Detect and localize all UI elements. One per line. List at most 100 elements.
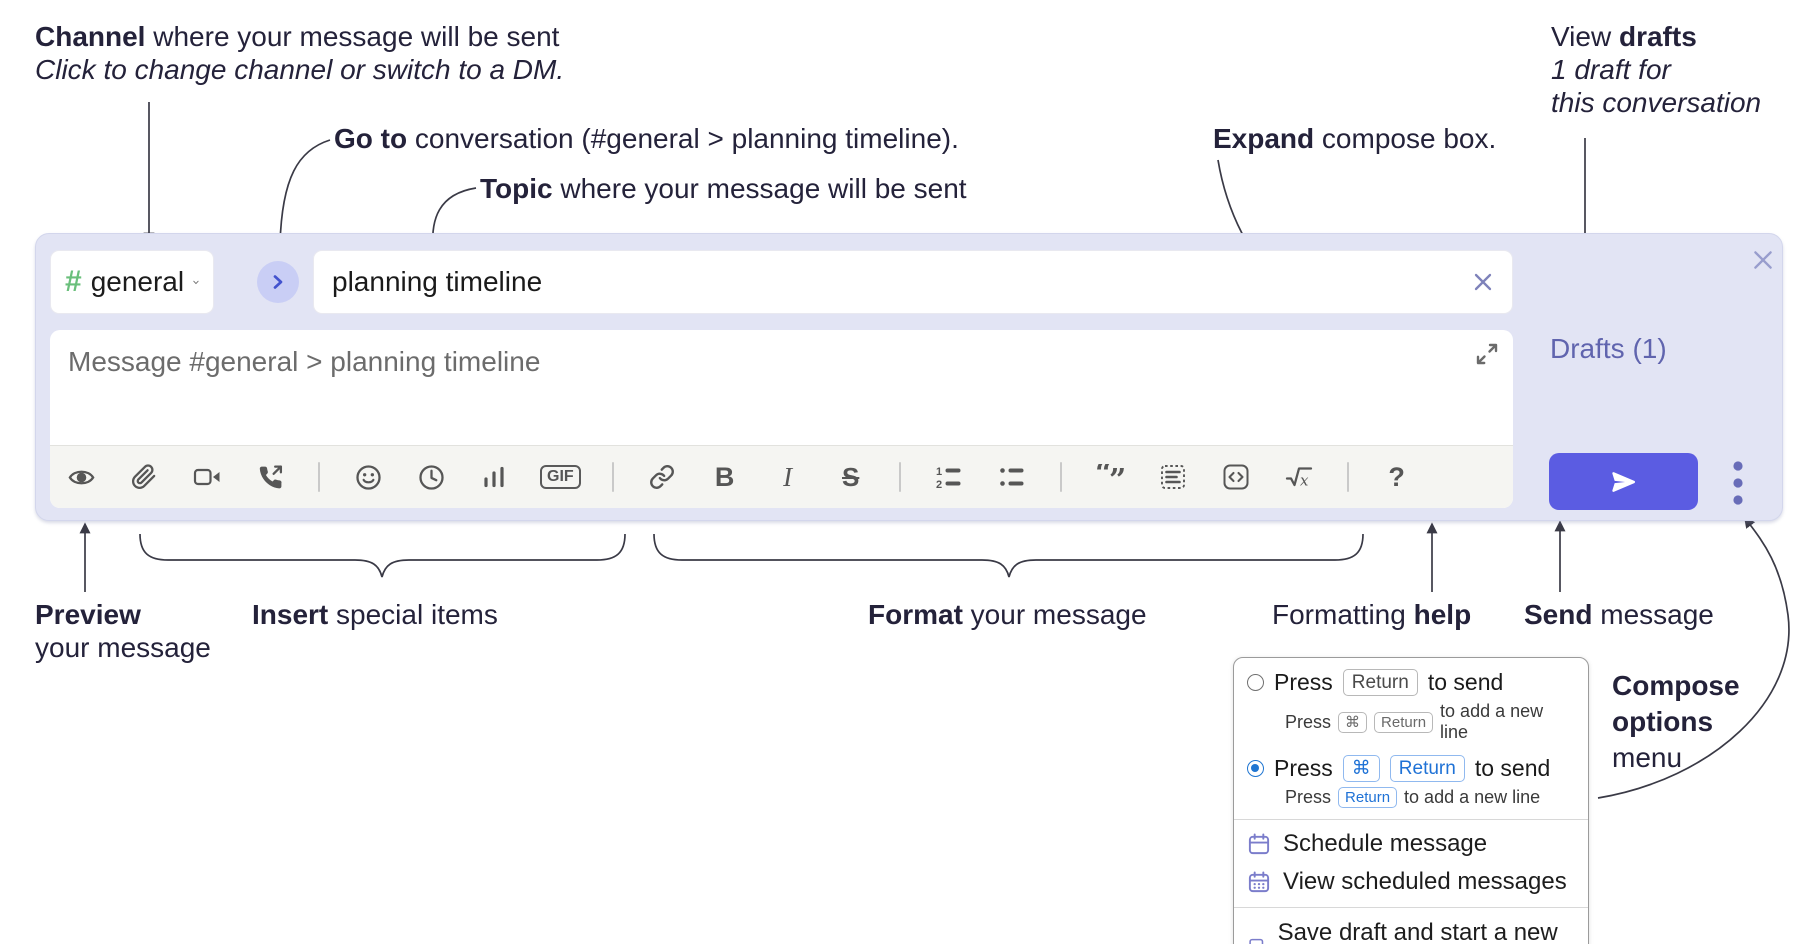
clock-icon: [418, 464, 444, 490]
annotation-view-drafts-pre: View: [1551, 21, 1619, 52]
menu-divider: [1234, 819, 1588, 820]
brace-insert: [139, 533, 626, 578]
channel-selector[interactable]: # general: [50, 250, 214, 314]
ordered-list-button[interactable]: 1 2: [932, 460, 966, 494]
option-label: to send: [1427, 669, 1504, 695]
audio-call-button[interactable]: [253, 460, 287, 494]
line-goto: [274, 139, 331, 246]
annotation-channel: Channel where your message will be sent …: [35, 20, 564, 86]
message-placeholder: Message #general > planning timeline: [68, 346, 541, 377]
gif-button[interactable]: GIF: [540, 460, 581, 494]
annotation-format-rest: your message: [962, 599, 1147, 630]
annotation-view-drafts: View drafts 1 draft for this conversatio…: [1551, 20, 1761, 119]
compose-options-button[interactable]: [1720, 458, 1756, 508]
menu-item-save-draft[interactable]: Save draft and start a new message: [1234, 914, 1588, 944]
option-label: Press: [1274, 669, 1333, 695]
send-button[interactable]: [1549, 453, 1698, 510]
return-keycap: Return: [1338, 787, 1398, 808]
bold-icon: B: [714, 461, 735, 492]
svg-text:2: 2: [936, 479, 942, 490]
preview-button[interactable]: [64, 460, 98, 494]
topic-field: [313, 250, 1513, 314]
clear-topic-button[interactable]: [1470, 269, 1496, 295]
paperclip-icon: [132, 464, 156, 489]
menu-item-schedule-message[interactable]: Schedule message: [1234, 825, 1588, 863]
annotation-formatting-help-pre: Formatting: [1272, 599, 1414, 630]
bar-chart-icon: [484, 466, 504, 488]
formula-sqrt-icon: x: [1285, 466, 1312, 489]
link-icon: [649, 465, 674, 489]
annotation-compose-options-line3: menu: [1612, 742, 1683, 773]
annotation-compose-options-bold2: options: [1612, 706, 1714, 737]
poll-button[interactable]: [477, 460, 511, 494]
annotation-channel-sub: Click to change channel or switch to a D…: [35, 54, 565, 85]
calendar-icon: [1248, 833, 1270, 855]
annotation-format: Format your message: [868, 598, 1147, 631]
annotation-view-drafts-line3: this conversation: [1551, 87, 1762, 118]
code-button[interactable]: [1219, 460, 1253, 494]
menu-item-label: Save draft and start a new message: [1277, 919, 1558, 944]
option-cmd-return-to-send[interactable]: Press ⌘ Return to send: [1234, 753, 1588, 784]
annotation-view-drafts-bold: drafts: [1618, 21, 1697, 52]
option-cmd-return-subtext: Press Return to add a new line: [1234, 784, 1588, 811]
formula-button[interactable]: x: [1282, 460, 1316, 494]
menu-item-label: View scheduled messages: [1283, 868, 1567, 895]
quote-icon: “ ”: [1095, 464, 1125, 491]
annotation-format-bold: Format: [868, 599, 963, 630]
option-return-to-send[interactable]: Press Return to send: [1234, 667, 1588, 698]
svg-text:”: ”: [1109, 464, 1125, 491]
strikethrough-icon: S: [842, 461, 860, 492]
formatting-help-button[interactable]: ?: [1380, 460, 1414, 494]
annotation-topic-bold: Topic: [480, 173, 553, 204]
annotation-topic-rest: where your message will be sent: [552, 173, 967, 204]
radio-unselected-icon[interactable]: [1247, 674, 1264, 691]
emoji-button[interactable]: [351, 460, 385, 494]
schedule-button[interactable]: [414, 460, 448, 494]
message-input[interactable]: Message #general > planning timeline: [50, 330, 1513, 445]
video-clip-button[interactable]: [190, 460, 224, 494]
message-panel: Message #general > planning timeline: [50, 330, 1513, 508]
annotation-expand-bold: Expand: [1213, 123, 1315, 154]
annotation-preview-line2: your message: [35, 632, 211, 663]
annotation-goto-bold: Go to: [334, 123, 408, 154]
annotation-topic: Topic where your message will be sent: [480, 172, 967, 205]
chevron-right-icon: [273, 275, 283, 289]
bulleted-list-button[interactable]: [995, 460, 1029, 494]
annotation-expand-rest: compose box.: [1314, 123, 1497, 154]
topic-input[interactable]: [330, 265, 1470, 299]
strikethrough-button[interactable]: S: [834, 460, 868, 494]
cmd-keycap: ⌘: [1342, 755, 1380, 782]
annotation-compose-options: Compose options menu: [1612, 668, 1740, 776]
close-icon: [1754, 251, 1772, 269]
svg-text:x: x: [1300, 471, 1309, 489]
italic-button[interactable]: I: [771, 460, 805, 494]
annotation-insert-bold: Insert: [252, 599, 329, 630]
menu-item-view-scheduled[interactable]: View scheduled messages: [1234, 863, 1588, 901]
toolbar-divider: [1059, 462, 1062, 492]
option-label: Press: [1274, 755, 1333, 781]
smiley-icon: [355, 464, 381, 490]
option-label: to send: [1474, 755, 1551, 781]
compose-box: # general Messag: [35, 233, 1783, 521]
annotation-goto-rest: conversation (#general > planning timeli…: [407, 123, 959, 154]
radio-selected-icon[interactable]: [1247, 760, 1264, 777]
return-keycap: Return: [1342, 669, 1418, 696]
video-camera-icon: [193, 468, 220, 486]
menu-divider: [1234, 907, 1588, 908]
help-icon: ?: [1388, 461, 1405, 492]
draft-check-icon: [1249, 938, 1264, 944]
close-compose-button[interactable]: [1749, 246, 1777, 274]
eye-icon: [68, 470, 94, 484]
compose-toolbar: GIF B I S: [50, 445, 1513, 508]
quote-button[interactable]: “ ”: [1093, 460, 1127, 494]
chevron-down-icon: [193, 280, 199, 284]
toolbar-divider: [1346, 462, 1349, 492]
blockquote-button[interactable]: [1156, 460, 1190, 494]
attach-file-button[interactable]: [127, 460, 161, 494]
expand-compose-button[interactable]: [1473, 340, 1501, 368]
link-button[interactable]: [645, 460, 679, 494]
goto-conversation-button[interactable]: [257, 261, 299, 303]
toolbar-divider: [611, 462, 614, 492]
bold-button[interactable]: B: [708, 460, 742, 494]
drafts-link[interactable]: Drafts (1): [1550, 333, 1667, 364]
